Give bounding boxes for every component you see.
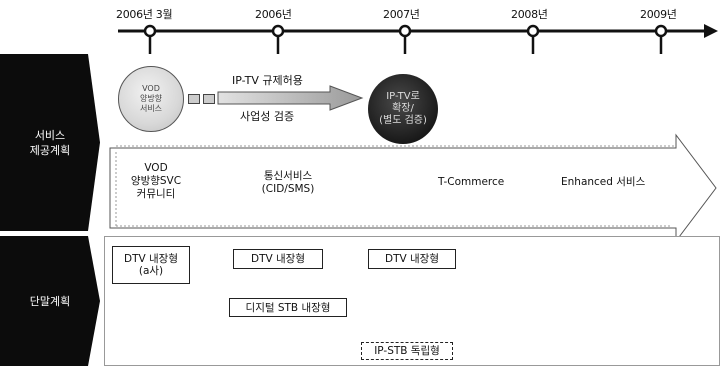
circle-left-line: 서비스 [140,104,162,114]
stage-1-line: 커뮤니티 [118,188,194,201]
timeline-marker [400,26,410,36]
timeline-label-2009: 2009년 [640,6,677,22]
circle-right-line: IP-TV로 [386,91,420,103]
service-circle-right: IP-TV로 확장/ (별도 검증) [368,74,438,144]
stage-1-line: 양방향SVC [118,175,194,188]
service-circle-left: VOD 양방향 서비스 [118,66,184,132]
feasibility-arrow [218,86,362,110]
circle-right-line: 확장/ [392,103,414,115]
device-box-dtv-2007: DTV 내장형 [368,249,456,269]
row-header-device-plan: 단말계획 [0,236,100,366]
service-stage-3: T-Commerce [438,176,504,189]
row-header-service-line1: 서비스 [35,128,65,143]
stage-2-line: (CID/SMS) [248,183,328,196]
timeline-label-2006: 2006년 [255,6,292,22]
circle-left-line: VOD [142,84,160,94]
timeline-marker [145,26,155,36]
service-stage-2: 통신서비스 (CID/SMS) [248,170,328,196]
stage-2-line: 통신서비스 [248,170,328,183]
row-header-service-plan: 서비스 제공계획 [0,54,100,231]
dot-square [203,94,215,104]
device-box-dtv-2006: DTV 내장형 [233,249,323,269]
service-stage-4: Enhanced 서비스 [561,176,645,189]
timeline-arrowhead [704,24,718,38]
row-header-device-label: 단말계획 [30,294,70,309]
arrow-label-bottom: 사업성 검증 [240,108,294,124]
timeline-marker [273,26,283,36]
device-box-dtv-a: DTV 내장형 (a사) [112,246,190,284]
dot-square [188,94,200,104]
circle-right-line: (별도 검증) [379,115,427,127]
timeline-label-2008: 2008년 [511,6,548,22]
timeline-marker [656,26,666,36]
timeline-marker [528,26,538,36]
device-box-ip-stb: IP-STB 독립형 [361,342,453,360]
device-box-dtv-a-line1: DTV 내장형 [124,253,178,265]
device-box-digital-stb: 디지털 STB 내장형 [229,298,347,317]
device-box-dtv-a-line2: (a사) [139,265,163,277]
timeline-label-2007: 2007년 [383,6,420,22]
timeline-label-2006-march: 2006년 3월 [116,6,172,22]
service-stage-1: VOD 양방향SVC 커뮤니티 [118,162,194,201]
row-header-service-line2: 제공계획 [30,143,70,158]
circle-left-line: 양방향 [140,94,162,104]
stage-1-line: VOD [118,162,194,175]
arrow-label-top: IP-TV 규제허용 [232,72,303,88]
